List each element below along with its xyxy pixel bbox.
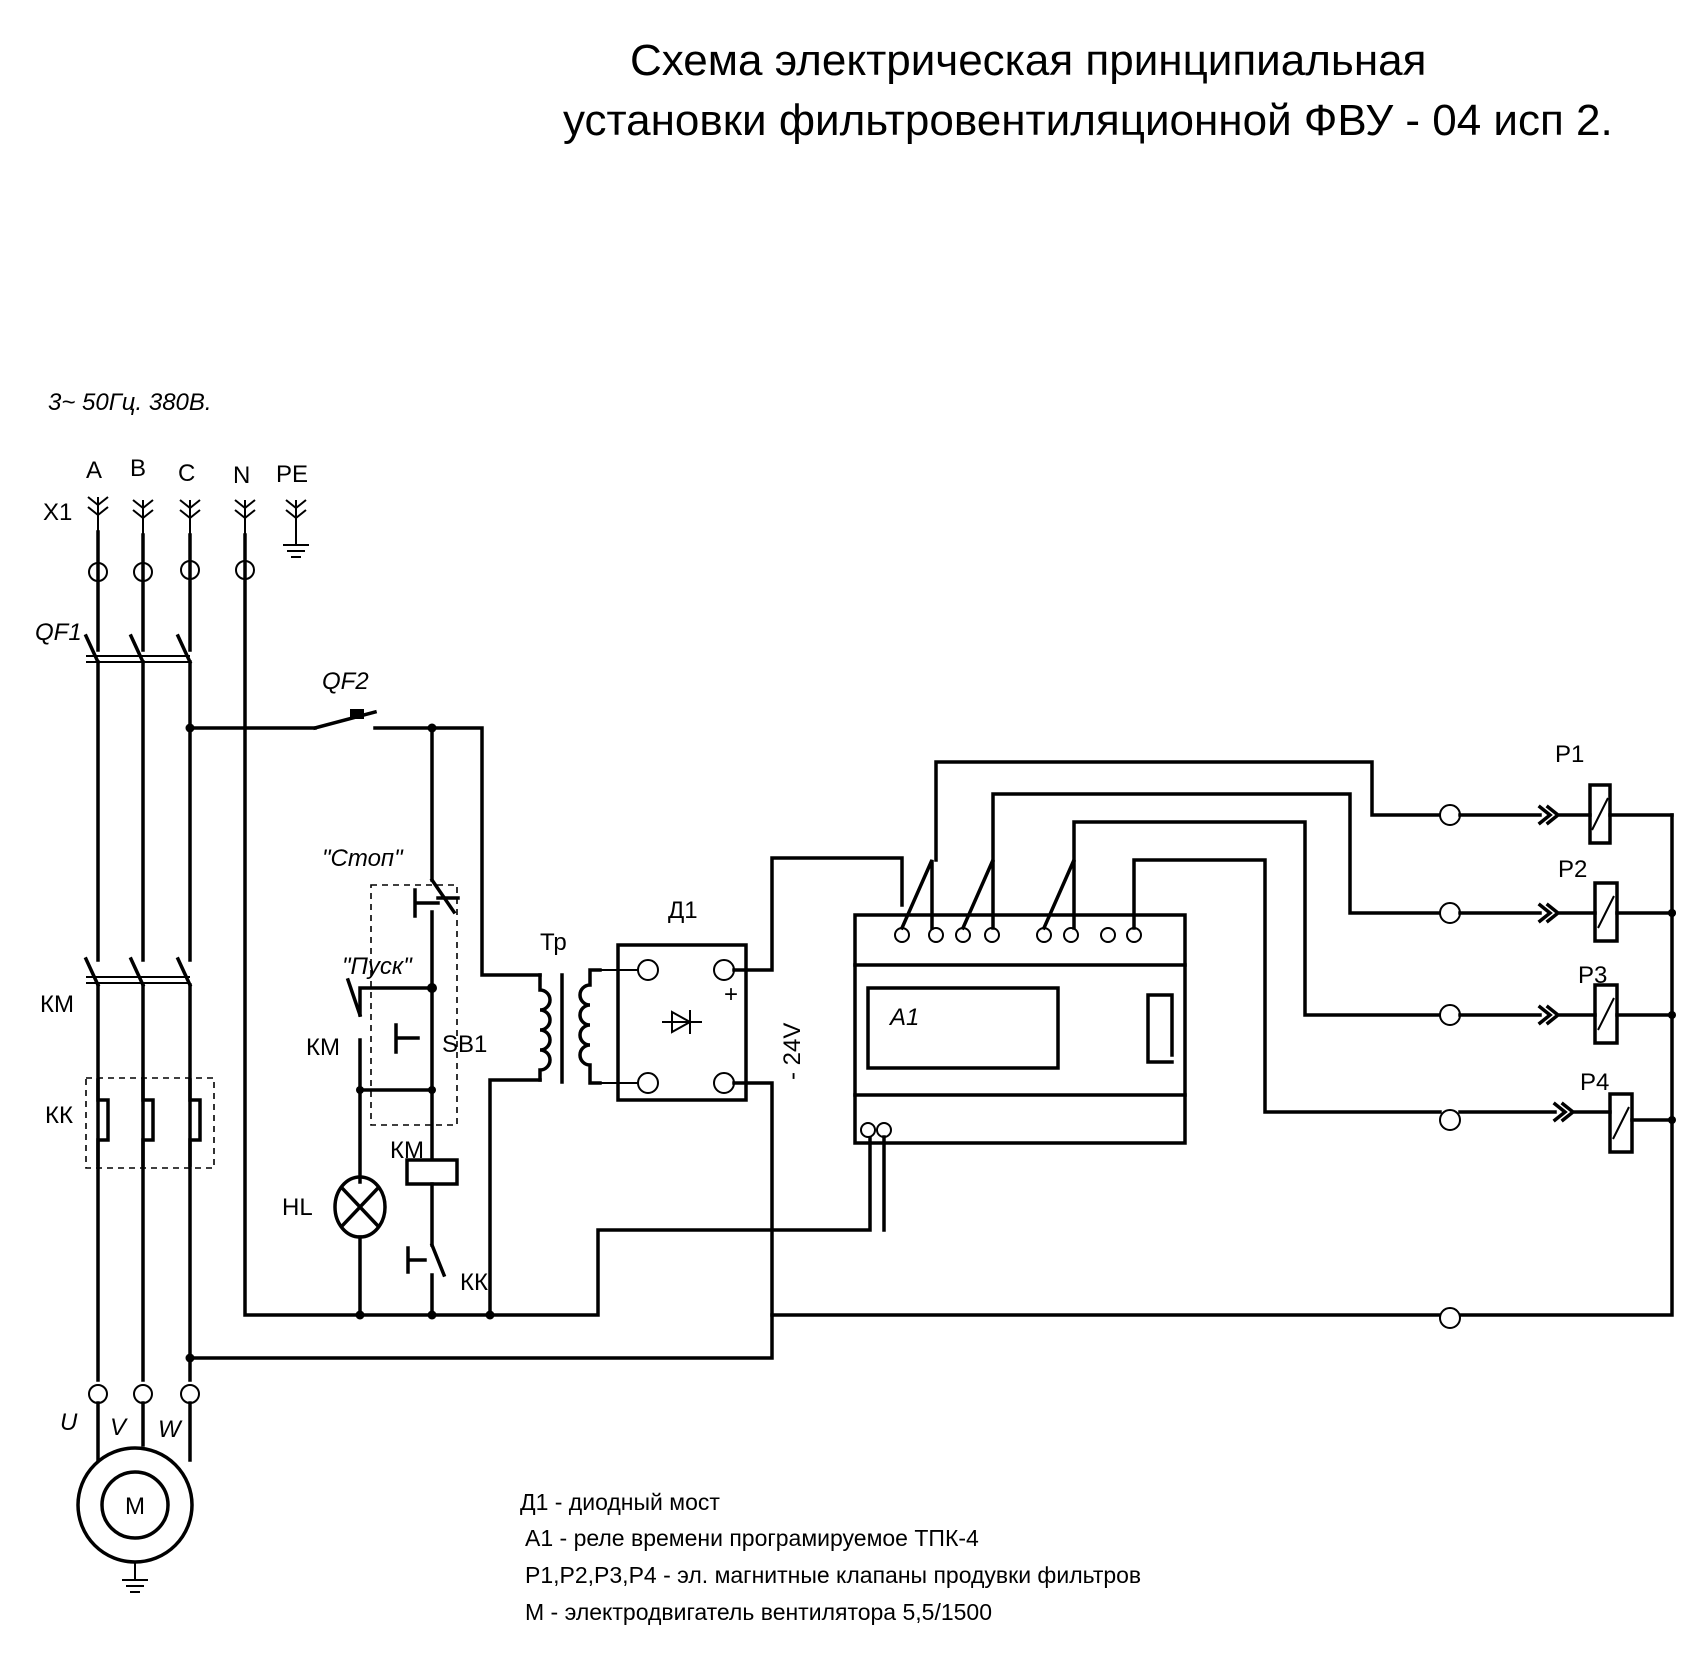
motor-symbol xyxy=(76,1446,194,1593)
stop-label: "Стоп" xyxy=(322,845,404,872)
motor-terminals xyxy=(88,1384,200,1462)
connector-x1-label: X1 xyxy=(43,499,72,526)
legend-item-motor: М - электродвигатель вентилятора 5,5/150… xyxy=(525,1599,992,1625)
thermal-relay-kk xyxy=(85,1077,215,1169)
km-coil-label: КМ xyxy=(390,1137,424,1164)
hl-label: HL xyxy=(282,1194,313,1221)
plus-label: + xyxy=(724,981,738,1008)
input-terminals xyxy=(88,560,255,582)
legend-item-d1: Д1 - диодный мост xyxy=(520,1489,720,1515)
p3-label: P3 xyxy=(1578,962,1607,989)
phase-a-label: A xyxy=(86,457,102,484)
valve-p4 xyxy=(1439,1092,1676,1154)
valve-p1 xyxy=(1439,783,1674,845)
p1-label: P1 xyxy=(1555,741,1584,768)
terminal-u-label: U xyxy=(60,1409,78,1436)
legend-item-valves: Р1,Р2,Р3,Р4 - эл. магнитные клапаны прод… xyxy=(525,1562,1141,1588)
terminal-w-label: W xyxy=(158,1416,183,1443)
title-line-1: Схема электрическая принципиальная xyxy=(630,36,1426,85)
valve-p2 xyxy=(1439,881,1676,943)
p4-label: P4 xyxy=(1580,1069,1609,1096)
24v-label: - 24V xyxy=(779,1023,806,1080)
transformer-label: Тр xyxy=(540,929,567,956)
time-relay-a1 xyxy=(853,760,1442,1232)
return-terminal xyxy=(1439,1307,1461,1329)
phase-b-label: B xyxy=(130,455,146,482)
motor-label: M xyxy=(125,1493,145,1520)
connector-x1-plugs xyxy=(87,496,309,558)
terminal-v-label: V xyxy=(110,1414,128,1441)
sb1-label: SB1 xyxy=(442,1031,487,1058)
title-line-2: установки фильтровентиляционной ФВУ - 04… xyxy=(563,96,1613,145)
diode-bridge xyxy=(600,856,904,1317)
kk-label: КК xyxy=(45,1102,73,1129)
qf2-label: QF2 xyxy=(322,668,369,695)
legend-item-a1: А1 - реле времени програмируемое ТПК-4 xyxy=(525,1525,979,1551)
valve-p3 xyxy=(1439,983,1676,1045)
phase-c-label: C xyxy=(178,460,195,487)
d1-label: Д1 xyxy=(668,897,698,924)
sb1-enclosure xyxy=(370,884,458,1126)
p2-label: P2 xyxy=(1558,856,1587,883)
start-label: "Пуск" xyxy=(342,953,413,980)
km-aux-label: КМ xyxy=(306,1034,340,1061)
qf1-label: QF1 xyxy=(35,619,82,646)
phase-pe-label: PE xyxy=(276,461,308,488)
kk-contact-label: КК xyxy=(460,1269,488,1296)
a1-label: А1 xyxy=(888,1004,919,1031)
km-main-label: КМ xyxy=(40,991,74,1018)
phase-n-label: N xyxy=(233,462,250,489)
transformer-symbol xyxy=(538,968,602,1085)
supply-label: 3~ 50Гц. 380В. xyxy=(48,389,212,416)
power-lines xyxy=(83,530,492,1382)
